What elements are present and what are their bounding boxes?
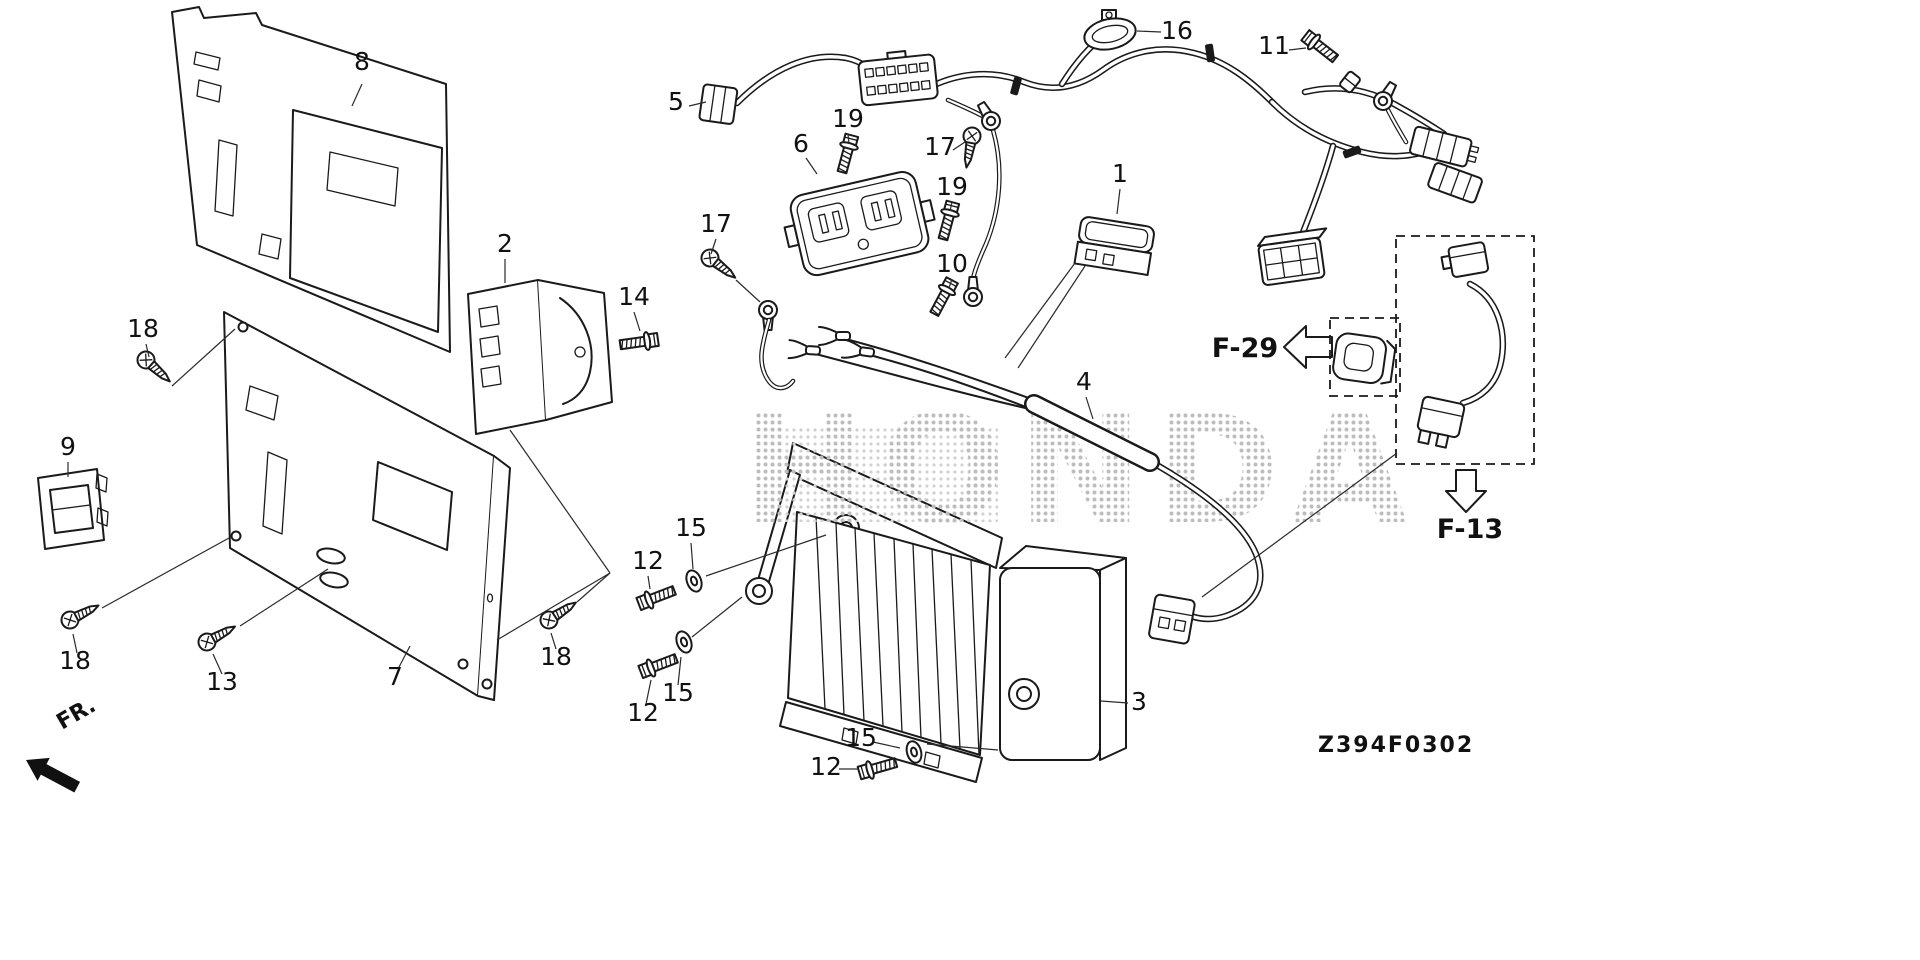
front-arrow-icon <box>26 757 81 793</box>
watermark-block <box>770 428 998 522</box>
main-connector-end <box>1257 227 1328 286</box>
part-label-8: 8 <box>354 47 370 76</box>
page-ref-f13-label: F-13 <box>1437 514 1503 545</box>
part-label-6: 6 <box>793 129 809 158</box>
part-labels: 8 2 14 18 9 18 13 7 18 5 19 6 17 19 17 1… <box>59 16 1290 781</box>
screw-13 <box>194 618 241 655</box>
part-label-1: 1 <box>1112 159 1128 188</box>
ring-terminal <box>963 276 983 307</box>
bolt-19-right <box>933 199 963 243</box>
screw-18-top <box>132 346 177 389</box>
part-label-19a: 19 <box>832 104 864 133</box>
ring-terminal <box>972 98 1005 135</box>
part-label-12a: 12 <box>632 546 664 575</box>
connector-1 <box>1073 216 1155 276</box>
part-label-18b: 18 <box>59 646 91 675</box>
circuit-breaker-6 <box>783 170 936 277</box>
harness-end-connector <box>1148 593 1196 645</box>
part-label-18c: 18 <box>540 642 572 671</box>
screw-18-right <box>536 594 582 633</box>
connector-5 <box>698 83 739 125</box>
screw-18-bottom-left <box>57 596 104 633</box>
part-label-17b: 17 <box>700 209 732 238</box>
f13-arrow-icon <box>1445 469 1487 513</box>
screw-17-upper <box>957 125 983 170</box>
bolt-12-lower <box>855 752 900 783</box>
main-wire-harness <box>698 36 1483 307</box>
part-label-12b: 12 <box>627 698 659 727</box>
bolt-12-middle <box>636 648 681 682</box>
rubber-boot <box>1332 332 1397 385</box>
screw-17-lower <box>697 245 742 286</box>
control-unit-2 <box>467 279 613 435</box>
bolt-19-left <box>832 132 862 176</box>
bolt-11-assembly <box>1298 27 1402 115</box>
washer-15-middle <box>672 628 696 656</box>
branch-connector-a <box>1409 125 1480 168</box>
washer-15-upper <box>682 567 706 595</box>
part-label-7: 7 <box>387 662 403 691</box>
part-label-4: 4 <box>1076 367 1092 396</box>
part-label-5: 5 <box>668 87 684 116</box>
bolt-14 <box>618 329 661 355</box>
fork-terminal <box>787 339 822 361</box>
page-ref-f29-detail <box>1283 317 1401 397</box>
diagram-code: Z394F0302 <box>1318 733 1474 758</box>
f29-arrow-icon <box>1283 325 1333 369</box>
part-label-15b: 15 <box>662 678 694 707</box>
part-label-14: 14 <box>618 282 650 311</box>
part-label-16: 16 <box>1161 16 1193 45</box>
mounting-panel-7 <box>223 311 511 701</box>
part-label-13: 13 <box>206 667 238 696</box>
part-label-17a: 17 <box>924 132 956 161</box>
bolt-12-upper <box>634 580 679 614</box>
detail-connector-top <box>1440 241 1490 278</box>
part-label-15a: 15 <box>675 513 707 542</box>
leader-lines <box>67 30 1398 770</box>
rear-panel-8 <box>171 6 451 353</box>
honda-watermark: HONDA <box>740 384 1419 558</box>
bolt-11 <box>1298 27 1342 67</box>
sub-harness-4 <box>758 300 1260 645</box>
cable-dashed-box <box>1395 235 1535 465</box>
part-label-19b: 19 <box>936 172 968 201</box>
part-label-11: 11 <box>1258 31 1290 60</box>
detail-connector-bottom <box>1416 395 1466 449</box>
watermark-text: HONDA <box>740 384 1419 558</box>
part-label-10: 10 <box>936 249 968 278</box>
part-label-15c: 15 <box>845 723 877 752</box>
harness-tape <box>1205 43 1215 63</box>
boot-dashed-box <box>1329 317 1401 397</box>
page-ref-f13-detail <box>1395 235 1535 513</box>
fork-terminal <box>818 326 851 346</box>
part-label-3: 3 <box>1131 687 1147 716</box>
multipin-connector <box>857 50 939 107</box>
bolt-10 <box>925 275 962 320</box>
part-label-2: 2 <box>497 229 513 258</box>
harness-tape <box>1010 76 1022 96</box>
branch-connector-b <box>1427 162 1483 204</box>
front-direction-marker: FR. <box>26 693 101 793</box>
part-label-18a: 18 <box>127 314 159 343</box>
front-marker-label: FR. <box>53 693 101 735</box>
part-label-9: 9 <box>60 432 76 461</box>
page-ref-f29-label: F-29 <box>1212 333 1278 364</box>
harness-clamp-16 <box>1083 9 1137 51</box>
rocker-switch-9 <box>37 468 109 550</box>
harness-tape <box>1342 145 1362 159</box>
part-label-12c: 12 <box>810 752 842 781</box>
